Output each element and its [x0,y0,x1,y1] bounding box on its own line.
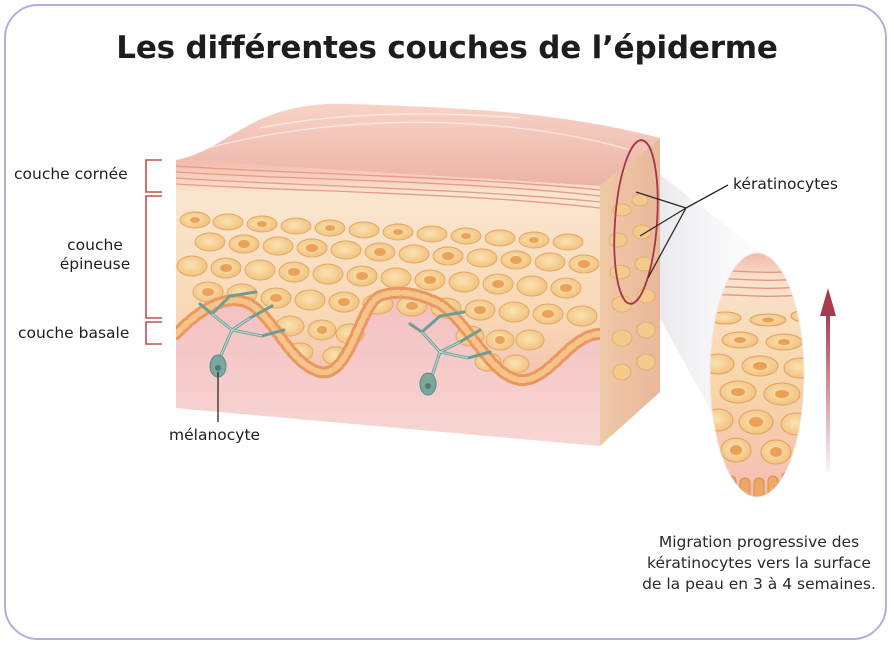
caption-line-1: Migration progressive des [630,532,888,553]
caption-line-3: de la peau en 3 à 4 semaines. [630,574,888,595]
label-melanocyte: mélanocyte [169,426,260,445]
bracket-couche-epineuse [146,196,162,318]
label-couche-cornee: couche cornée [14,165,128,184]
migration-caption: Migration progressive des kératinocytes … [630,532,888,595]
bracket-couche-cornee [146,160,162,192]
caption-line-2: kératinocytes vers la surface [630,553,888,574]
migration-arrow [826,310,830,472]
label-couche-epineuse-line2: épineuse [50,255,140,274]
bracket-couche-basale [146,322,162,344]
label-couche-epineuse-line1: couche [50,236,140,255]
label-couche-basale: couche basale [18,324,129,343]
label-keratinocytes: kératinocytes [733,175,838,194]
label-couche-epineuse: couche épineuse [50,236,140,274]
